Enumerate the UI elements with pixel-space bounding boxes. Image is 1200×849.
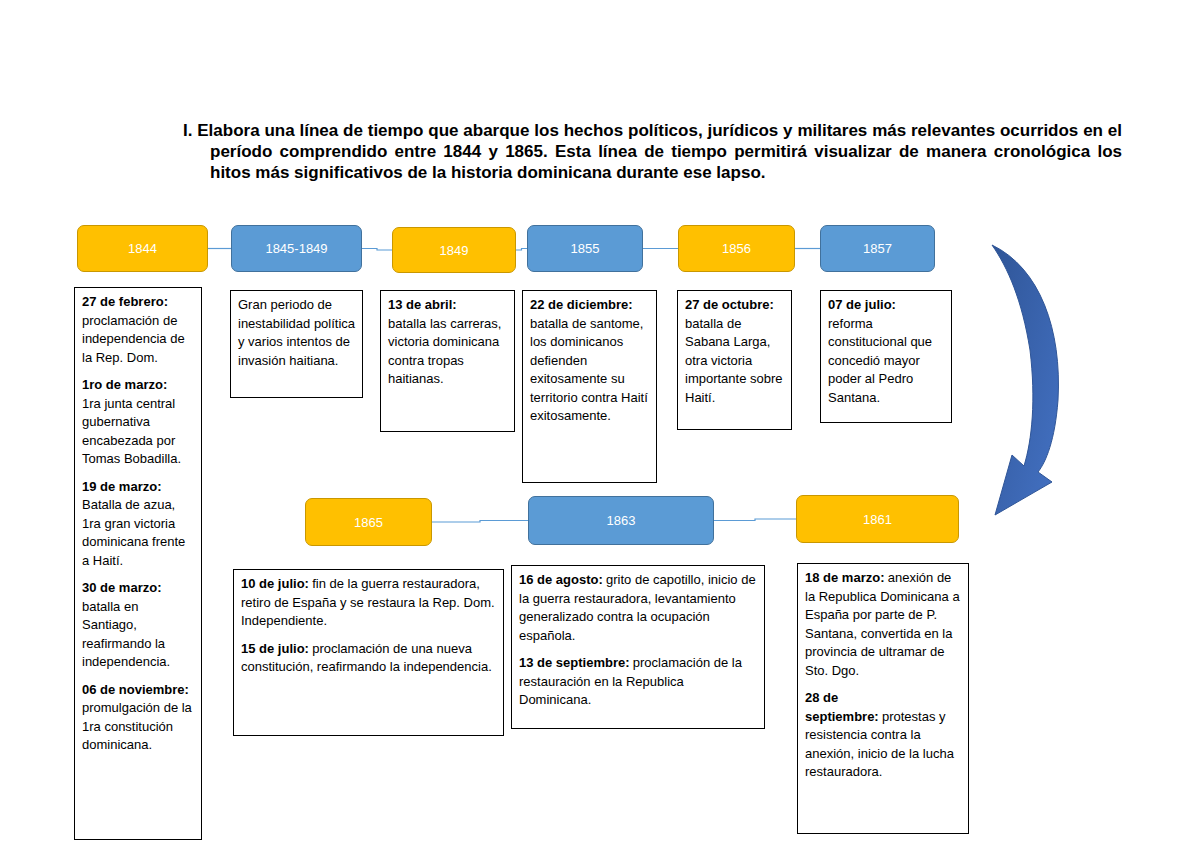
year-box: 1845-1849 (231, 225, 362, 272)
event-entry: 10 de julio:fin de la guerra restaurador… (241, 575, 497, 631)
event-text: batalla las carreras, victoria dominican… (388, 315, 508, 389)
event-entry: 30 de marzo:batalla en Santiago, reafirm… (82, 579, 195, 672)
event-date: 19 de marzo: (82, 478, 195, 497)
event-entry: 13 de septiembre:proclamación de la rest… (519, 654, 758, 710)
event-date: 27 de febrero: (82, 293, 195, 312)
event-date: 22 de diciembre: (530, 296, 650, 315)
year-label: 1857 (863, 241, 892, 256)
event-text: Batalla de azua, 1ra gran victoria domin… (82, 496, 195, 570)
timeline-connector (643, 248, 678, 249)
timeline-connector (362, 249, 392, 251)
year-label: 1861 (863, 512, 892, 527)
event-box: 18 de marzo:anexión de la Republica Domi… (797, 563, 969, 834)
event-entry: 22 de diciembre:batalla de santome, los … (530, 296, 650, 426)
year-label: 1845-1849 (265, 241, 327, 256)
event-entry: 06 de noviembre:promulgación de la 1ra c… (82, 681, 195, 755)
event-text: batalla de santome, los dominicanos defi… (530, 315, 650, 426)
event-text: 1ra junta central gubernativa encabezada… (82, 395, 195, 469)
event-date: 15 de julio: (241, 641, 309, 656)
year-box: 1855 (527, 225, 643, 272)
year-box: 1861 (796, 495, 959, 543)
timeline-connector (208, 248, 231, 249)
year-box: 1844 (77, 225, 208, 272)
event-entry: 16 de agosto:grito de capotillo, inicio … (519, 571, 758, 645)
event-date: 28 de septiembre: (805, 690, 879, 724)
year-label: 1849 (440, 243, 469, 258)
year-label: 1844 (128, 241, 157, 256)
event-date: 13 de abril: (388, 296, 508, 315)
event-text: reforma constitucional que concedió mayo… (828, 315, 945, 408)
event-date: 18 de marzo: (805, 570, 884, 585)
year-label: 1856 (722, 241, 751, 256)
year-box: 1856 (678, 225, 795, 272)
event-box: 22 de diciembre:batalla de santome, los … (522, 290, 657, 483)
event-box: 13 de abril:batalla las carreras, victor… (380, 290, 515, 432)
event-entry: 28 de septiembre:protestas y resistencia… (805, 689, 962, 782)
event-date: 1ro de marzo: (82, 376, 195, 395)
event-entry: 07 de julio:reforma constitucional que c… (828, 296, 945, 407)
event-date: 07 de julio: (828, 296, 945, 315)
year-box: 1857 (820, 225, 935, 272)
year-box: 1849 (392, 227, 516, 273)
event-date: 10 de julio: (241, 576, 309, 591)
event-box: 10 de julio:fin de la guerra restaurador… (233, 569, 504, 736)
event-box: 07 de julio:reforma constitucional que c… (820, 290, 952, 423)
event-text: Gran periodo de inestabilidad política y… (238, 296, 356, 370)
event-box: 27 de octubre:batalla de Sabana Larga, o… (677, 290, 792, 430)
event-entry: 27 de octubre:batalla de Sabana Larga, o… (685, 296, 785, 407)
event-box: Gran periodo de inestabilidad política y… (230, 290, 363, 398)
event-entry: 19 de marzo:Batalla de azua, 1ra gran vi… (82, 478, 195, 571)
event-entry: Gran periodo de inestabilidad política y… (238, 296, 356, 370)
event-text: proclamación de independencia de la Rep.… (82, 312, 195, 368)
event-entry: 27 de febrero:proclamación de independen… (82, 293, 195, 367)
event-date: 30 de marzo: (82, 579, 195, 598)
year-box: 1865 (305, 498, 432, 546)
year-label: 1865 (354, 515, 383, 530)
heading: I. Elabora una línea de tiempo que abarq… (183, 120, 1122, 183)
event-date: 16 de agosto: (519, 572, 603, 587)
event-entry: 13 de abril:batalla las carreras, victor… (388, 296, 508, 389)
year-box: 1863 (528, 496, 714, 545)
timeline-connector (432, 521, 528, 523)
event-box: 27 de febrero:proclamación de independen… (74, 287, 202, 840)
event-text: anexión de la Republica Dominicana a Esp… (805, 570, 960, 678)
event-box: 16 de agosto:grito de capotillo, inicio … (511, 565, 765, 729)
curved-arrow-shape (992, 245, 1058, 515)
event-entry: 18 de marzo:anexión de la Republica Domi… (805, 569, 962, 680)
event-text: batalla en Santiago, reafirmando la inde… (82, 598, 195, 672)
timeline-connector (795, 248, 820, 249)
event-date: 06 de noviembre: (82, 681, 195, 700)
event-text: promulgación de la 1ra constitución domi… (82, 699, 195, 755)
event-entry: 1ro de marzo:1ra junta central gubernati… (82, 376, 195, 469)
year-label: 1863 (607, 513, 636, 528)
event-text: batalla de Sabana Larga, otra victoria i… (685, 315, 785, 408)
timeline-connector (516, 249, 527, 251)
year-label: 1855 (571, 241, 600, 256)
event-date: 13 de septiembre: (519, 655, 630, 670)
event-entry: 15 de julio:proclamación de una nueva co… (241, 640, 497, 677)
event-date: 27 de octubre: (685, 296, 785, 315)
timeline-connector (714, 519, 796, 521)
